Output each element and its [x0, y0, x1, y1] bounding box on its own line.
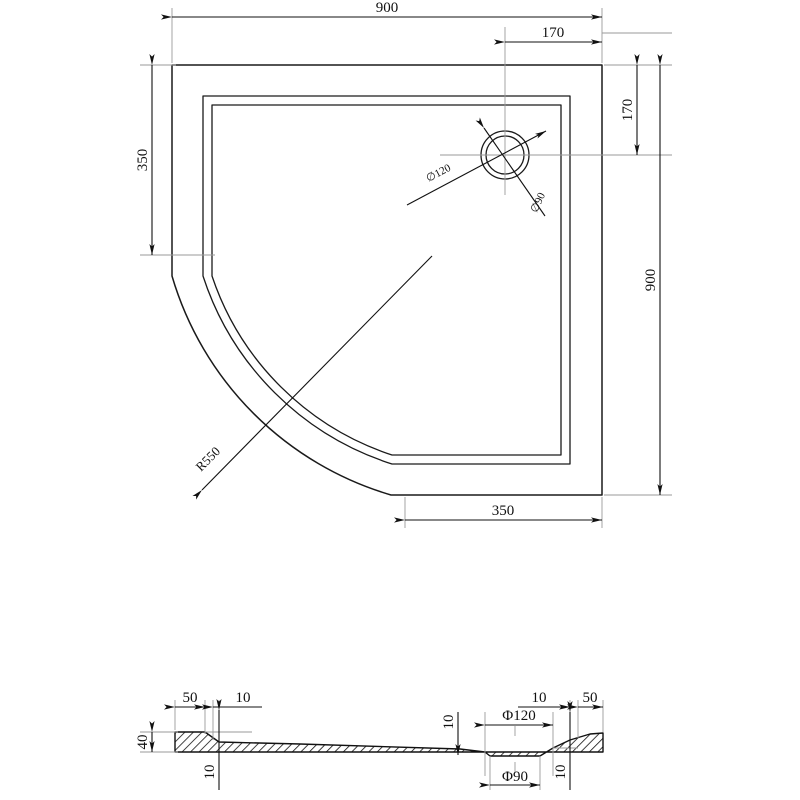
- tray-basin-edge: [211, 104, 562, 456]
- leader-line-dia120: [406, 130, 547, 206]
- dim-rim-width-left: 50: [164, 690, 205, 710]
- dim-step-right-inner: 10: [518, 690, 570, 710]
- sect-dim-label-10-mid: 10: [441, 715, 457, 730]
- dim-label-drain-offset-right: 170: [620, 99, 636, 122]
- dim-rim-width-right: 50: [567, 690, 603, 710]
- tray-outer-edge: [171, 64, 603, 496]
- section-view-part: [174, 731, 604, 757]
- dim-label-drain-inner-plan: ∅90: [528, 190, 548, 214]
- dim-step-mid: 10: [441, 712, 461, 755]
- dim-label-corner-radius: R550: [193, 444, 224, 475]
- plan-view-part: [171, 64, 603, 496]
- dim-step-left: 10: [202, 690, 262, 710]
- dim-left-straight: 350: [135, 54, 155, 255]
- sect-dim-label-10v-left: 10: [202, 765, 218, 780]
- section-profile-body: [174, 731, 604, 757]
- dim-rim-height-right: 10: [553, 701, 573, 790]
- sect-dim-label-phi90: Φ90: [502, 769, 528, 785]
- plan-extension-lines: [140, 8, 672, 528]
- drain-centerlines: [440, 27, 672, 195]
- dim-rim-height-left: 10: [202, 699, 222, 790]
- dim-label-drain-offset-top: 170: [542, 25, 565, 41]
- leader-line-r550: [192, 255, 433, 500]
- dim-drain-inner-plan: ∅90: [475, 117, 548, 217]
- sect-dim-label-50-right: 50: [583, 690, 598, 706]
- dim-overall-thickness: 40: [135, 721, 155, 752]
- sect-dim-label-10v-right: 10: [553, 765, 569, 780]
- dim-overall-width: 900: [161, 0, 602, 20]
- dim-label-bottom-straight: 350: [492, 503, 515, 519]
- dim-drain-offset-right: 170: [620, 54, 640, 155]
- dim-label-left-straight: 350: [135, 149, 151, 172]
- sect-dim-label-10-left: 10: [236, 690, 251, 706]
- dim-bottom-straight: 350: [394, 503, 602, 523]
- dim-label-overall-width: 900: [376, 0, 399, 16]
- dim-overall-height: 900: [643, 54, 663, 495]
- dim-label-drain-outer-plan: ∅120: [424, 162, 453, 185]
- sect-dim-label-10-right: 10: [532, 690, 547, 706]
- sect-dim-label-phi120: Φ120: [502, 708, 535, 724]
- leader-line-dia90: [475, 117, 546, 217]
- dim-drain-outer-section: Φ120: [474, 708, 553, 728]
- dim-drain-offset-top: 170: [494, 25, 602, 45]
- sect-dim-label-50-left: 50: [183, 690, 198, 706]
- sect-dim-label-40: 40: [135, 735, 151, 750]
- dim-label-overall-height: 900: [643, 269, 659, 292]
- dim-drain-inner-section: Φ90: [479, 769, 540, 788]
- tray-rim-inner-edge: [202, 95, 571, 465]
